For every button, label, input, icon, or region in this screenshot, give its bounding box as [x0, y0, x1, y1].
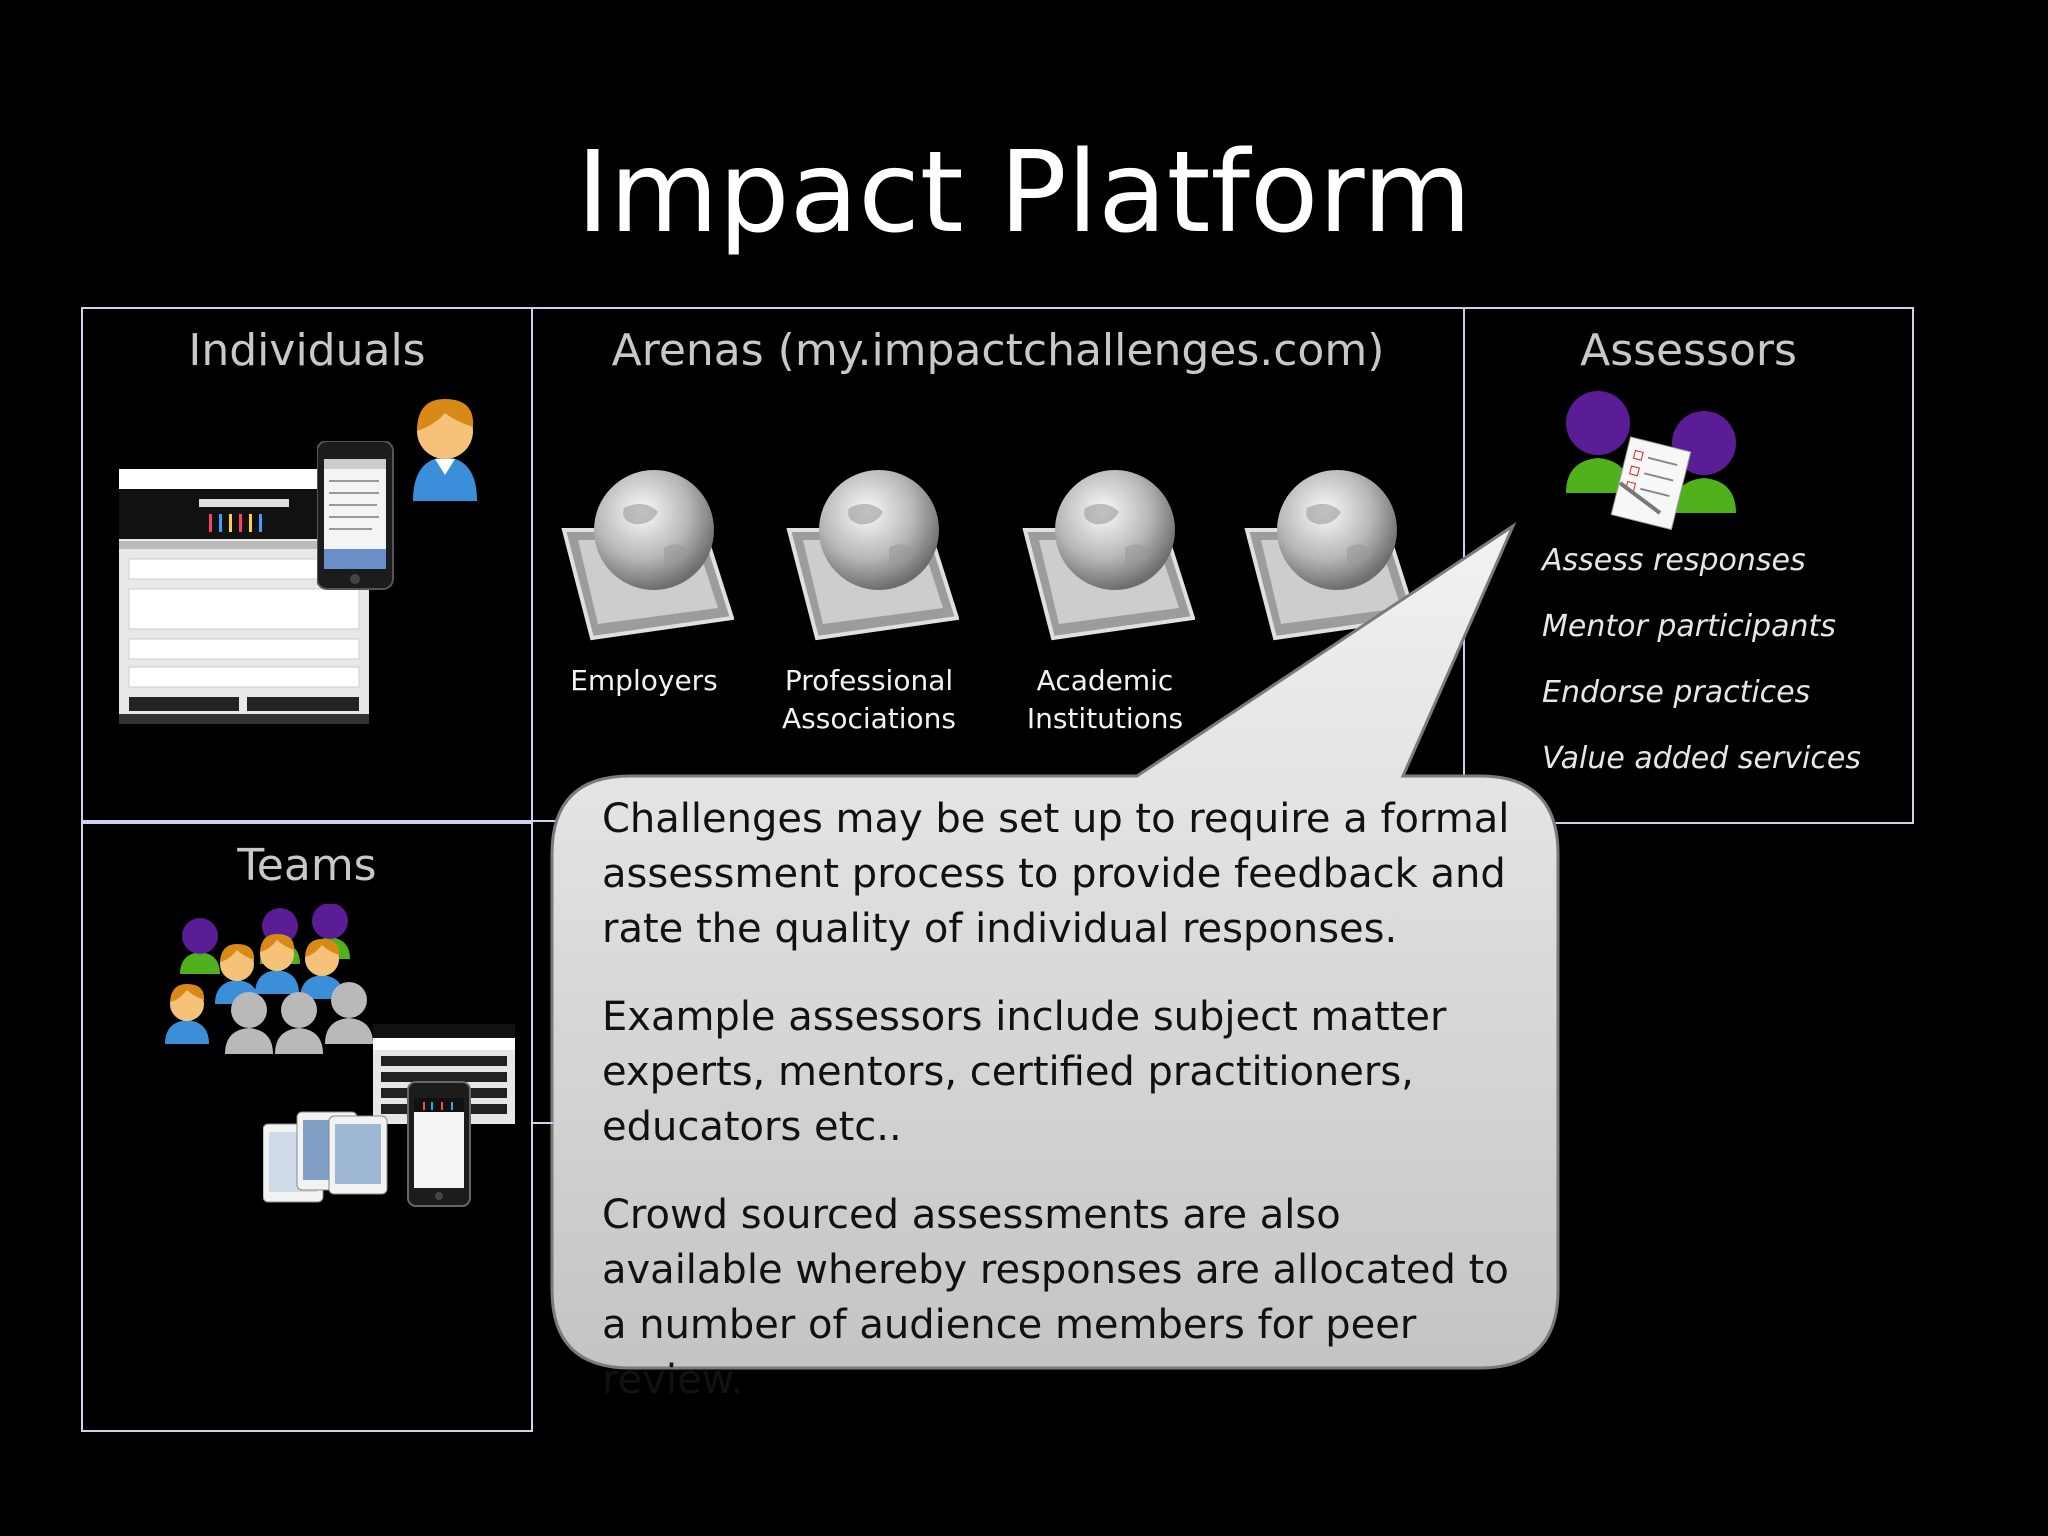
arena-item-academic-institutions[interactable]: Academic Institutions	[1010, 468, 1200, 738]
team-group-icon	[165, 904, 373, 1054]
globe-tablet-icon	[561, 470, 734, 641]
globe-tablet-icon	[1244, 470, 1417, 641]
callout-paragraph: Crowd sourced assessments are also avail…	[602, 1192, 1509, 1403]
assessor-roles-list: Assess responses Mentor participants End…	[1542, 540, 1872, 804]
arena-label-line1: Professional	[784, 664, 954, 697]
devices-screenshot-icon	[263, 1024, 515, 1207]
assessors-heading: Assessors	[1580, 325, 1797, 376]
callout-text: Challenges may be set up to require a fo…	[602, 792, 1532, 1441]
arena-label-line1: Academic	[1036, 664, 1174, 697]
assessor-role-item: Endorse practices	[1542, 675, 1811, 710]
teams-panel: Teams	[81, 822, 533, 1432]
arena-item-professional-associations[interactable]: Professional Associations	[774, 468, 964, 738]
arena-label-line2: Associations	[781, 702, 956, 735]
callout-paragraph: Challenges may be set up to require a fo…	[602, 796, 1510, 952]
assessor-role-item: Assess responses	[1542, 543, 1806, 578]
assessor-role-item: Value added services	[1542, 741, 1861, 776]
arena-item-employers[interactable]: Employers	[549, 468, 739, 700]
assessors-checklist-icon	[1566, 391, 1736, 531]
individuals-heading: Individuals	[188, 325, 426, 376]
arenas-heading: Arenas (my.impactchallenges.com)	[611, 325, 1385, 376]
globe-tablet-icon	[1022, 470, 1195, 641]
teams-heading: Teams	[237, 840, 377, 891]
globe-tablet-icon	[786, 470, 959, 641]
individuals-panel: Individuals	[81, 307, 533, 822]
arena-label-line2: Institutions	[1026, 702, 1184, 735]
arena-item-partially-hidden[interactable]	[1232, 468, 1422, 662]
arena-label-line1: Employers	[570, 664, 718, 697]
slide-title: Impact Platform	[576, 128, 1472, 258]
smartphone-icon	[317, 441, 394, 590]
callout-paragraph: Example assessors include subject matter…	[602, 994, 1447, 1150]
connector-line	[533, 1122, 553, 1124]
assessor-role-item: Mentor participants	[1542, 609, 1836, 644]
user-person-icon	[413, 399, 477, 501]
